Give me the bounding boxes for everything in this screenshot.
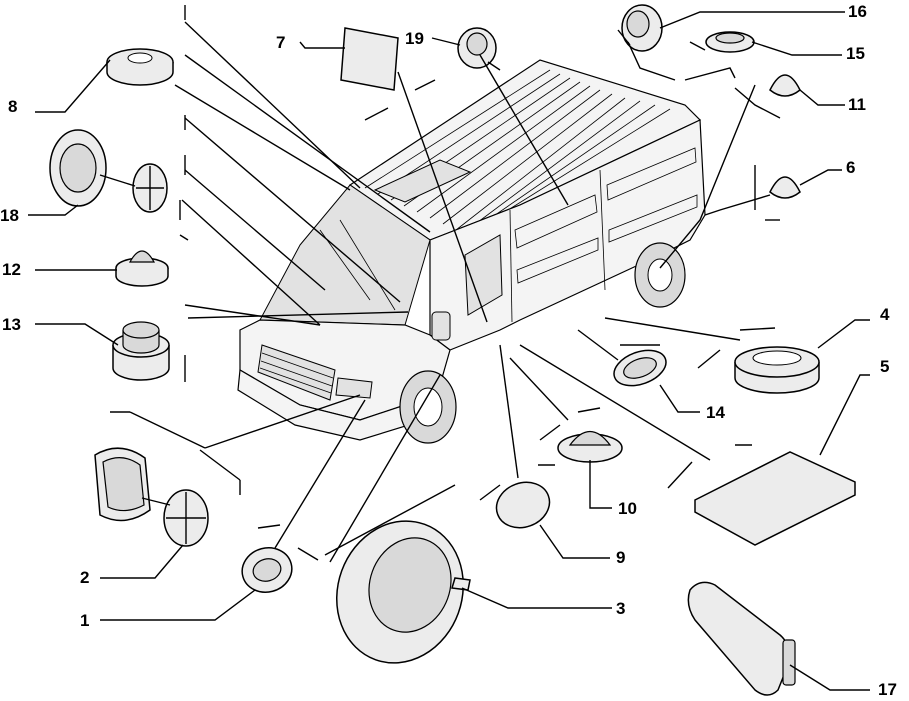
part-14-oval-grommet (613, 349, 667, 387)
callout-13: 13 (2, 315, 21, 334)
van-illustration (237, 59, 706, 444)
part-10-plug (557, 430, 623, 463)
callout-7: 7 (276, 33, 285, 52)
callout-16: 16 (848, 2, 867, 21)
part-17-door-cover (687, 581, 796, 696)
callout-17: 17 (878, 680, 897, 699)
callout-19: 19 (405, 29, 424, 48)
part-16-grommet (621, 4, 663, 52)
callout-2: 2 (80, 568, 89, 587)
callout-3: 3 (616, 599, 625, 618)
callout-5: 5 (880, 357, 889, 376)
callout-8: 8 (8, 97, 17, 116)
part-9-oval-pad (495, 481, 551, 529)
part-19-grommet (457, 27, 497, 69)
part-3-large-cover (335, 520, 471, 664)
callout-14: 14 (706, 403, 725, 422)
callout-15: 15 (846, 44, 865, 63)
part-6-plug (769, 176, 801, 199)
callout-18: 18 (0, 206, 19, 225)
part-1-oval-grommet (241, 547, 293, 593)
leader-lines (28, 5, 870, 691)
part-15-cap (705, 31, 755, 53)
callout-4: 4 (880, 305, 890, 324)
callout-9: 9 (616, 548, 625, 567)
callout-6: 6 (846, 158, 855, 177)
callout-1: 1 (80, 611, 89, 630)
part-4-large-ring (734, 346, 820, 394)
callout-11: 11 (848, 95, 866, 114)
part-18-plug-with-cap (49, 129, 168, 213)
callout-10: 10 (618, 499, 637, 518)
part-5-flat-plate (694, 451, 856, 546)
part-11-plug (769, 74, 801, 97)
part-2-plug-with-cap (94, 447, 209, 547)
part-12-plug (115, 250, 169, 287)
callout-12: 12 (2, 260, 21, 279)
part-7-flat-label (340, 27, 399, 91)
part-13-threaded-plug (112, 321, 170, 381)
part-8-ring-grommet (106, 48, 174, 86)
